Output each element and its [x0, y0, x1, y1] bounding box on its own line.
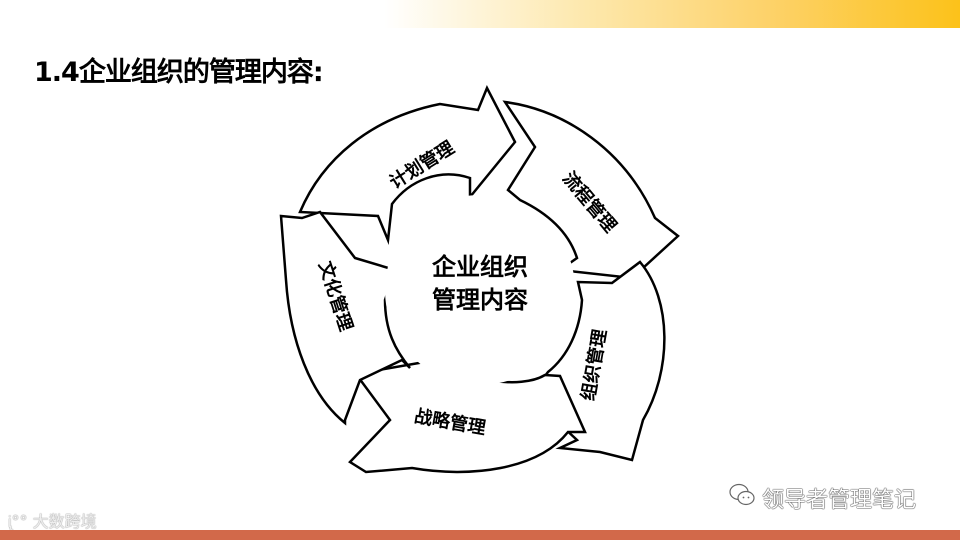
segment-process-arrow: [502, 100, 680, 280]
segment-strategy-arrow: [348, 358, 587, 474]
segment-plan-arrow: [298, 85, 517, 245]
watermark-right: 领导者管理笔记: [728, 482, 916, 514]
watermark-left-text: 大数跨境: [32, 512, 97, 531]
watermark-left: ᶖ°° 大数跨境: [8, 508, 97, 532]
top-accent-band: [0, 0, 960, 28]
center-label-line1: 企业组织: [432, 253, 528, 281]
wechat-icon: [728, 482, 756, 514]
center-circle: [385, 195, 575, 385]
center-label-line2: 管理内容: [432, 286, 528, 314]
watermark-right-text: 领导者管理笔记: [762, 488, 917, 513]
slide-title: 1.4企业组织的管理内容:: [34, 57, 324, 88]
segment-culture-arrow: [279, 210, 411, 426]
bottom-accent-band: [0, 530, 960, 540]
watermark-logo-icon: ᶖ°°: [8, 512, 33, 531]
